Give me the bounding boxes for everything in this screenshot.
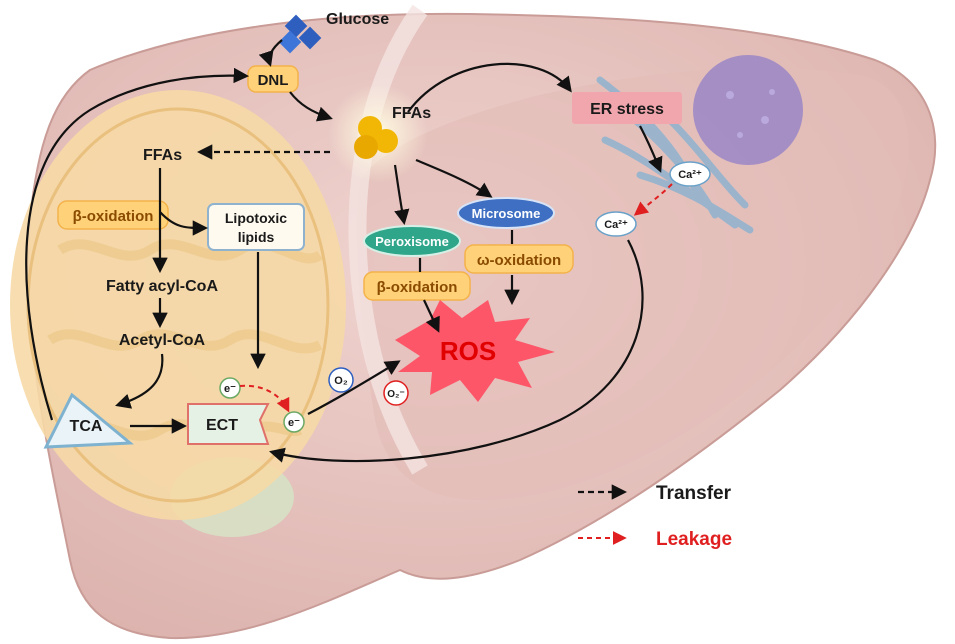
dnl-label: DNL xyxy=(258,72,289,89)
ffas-droplets-icon xyxy=(354,116,398,159)
peroxisome-badge xyxy=(363,225,461,257)
ffas-mito-label: FFAs xyxy=(143,147,182,164)
beta-oxidation-mito-pill xyxy=(57,200,169,230)
omega-oxidation-pill xyxy=(464,244,574,274)
ligament xyxy=(348,4,428,475)
electron-badge-2 xyxy=(283,411,305,433)
ca-er-label: Ca²⁺ xyxy=(678,169,702,181)
omega-oxidation-label: ω-oxidation xyxy=(477,252,561,269)
electron-label-2: e⁻ xyxy=(288,417,300,429)
er-stress-label: ER stress xyxy=(590,101,664,118)
legend-leakage-label: Leakage xyxy=(656,529,732,550)
ffas-center-label: FFAs xyxy=(392,105,431,122)
arrows xyxy=(25,39,673,463)
beta-oxidation-perox-label: β-oxidation xyxy=(377,279,458,296)
tca-triangle xyxy=(43,392,134,449)
ca-cyto-badge xyxy=(595,211,637,237)
tca-label: TCA xyxy=(70,418,103,435)
ca-cyto-label: Ca²⁺ xyxy=(604,219,628,231)
fatty-acyl-coa-label: Fatty acyl-CoA xyxy=(106,278,218,295)
ros-label: ROS xyxy=(440,336,496,366)
lipotoxic-line1: Lipotoxic xyxy=(225,210,287,226)
o2-label: O₂ xyxy=(334,375,348,387)
beta-oxidation-mito-label: β-oxidation xyxy=(73,208,154,225)
electron-label-1: e⁻ xyxy=(224,383,236,395)
beta-oxidation-perox-pill xyxy=(363,271,471,301)
acetyl-coa-label: Acetyl-CoA xyxy=(119,332,206,349)
electron-badge-1 xyxy=(219,377,241,399)
microsome-badge xyxy=(457,197,555,229)
lipotoxic-line2: lipids xyxy=(238,229,275,245)
er-stress-box xyxy=(572,92,682,124)
ca-er-badge xyxy=(669,161,711,187)
microsome-label: Microsome xyxy=(472,206,541,221)
o2-badge xyxy=(328,367,354,393)
superoxide-label: O₂⁻ xyxy=(387,389,405,400)
peroxisome-label: Peroxisome xyxy=(375,234,449,249)
ect-label: ECT xyxy=(206,417,238,434)
legend: Transfer Leakage xyxy=(578,483,732,550)
superoxide-badge xyxy=(383,380,409,406)
ect-box xyxy=(187,403,270,445)
liver-lobe xyxy=(356,67,909,500)
glucose-label: Glucose xyxy=(326,11,389,28)
nucleus xyxy=(693,55,803,165)
legend-transfer-label: Transfer xyxy=(656,483,732,504)
